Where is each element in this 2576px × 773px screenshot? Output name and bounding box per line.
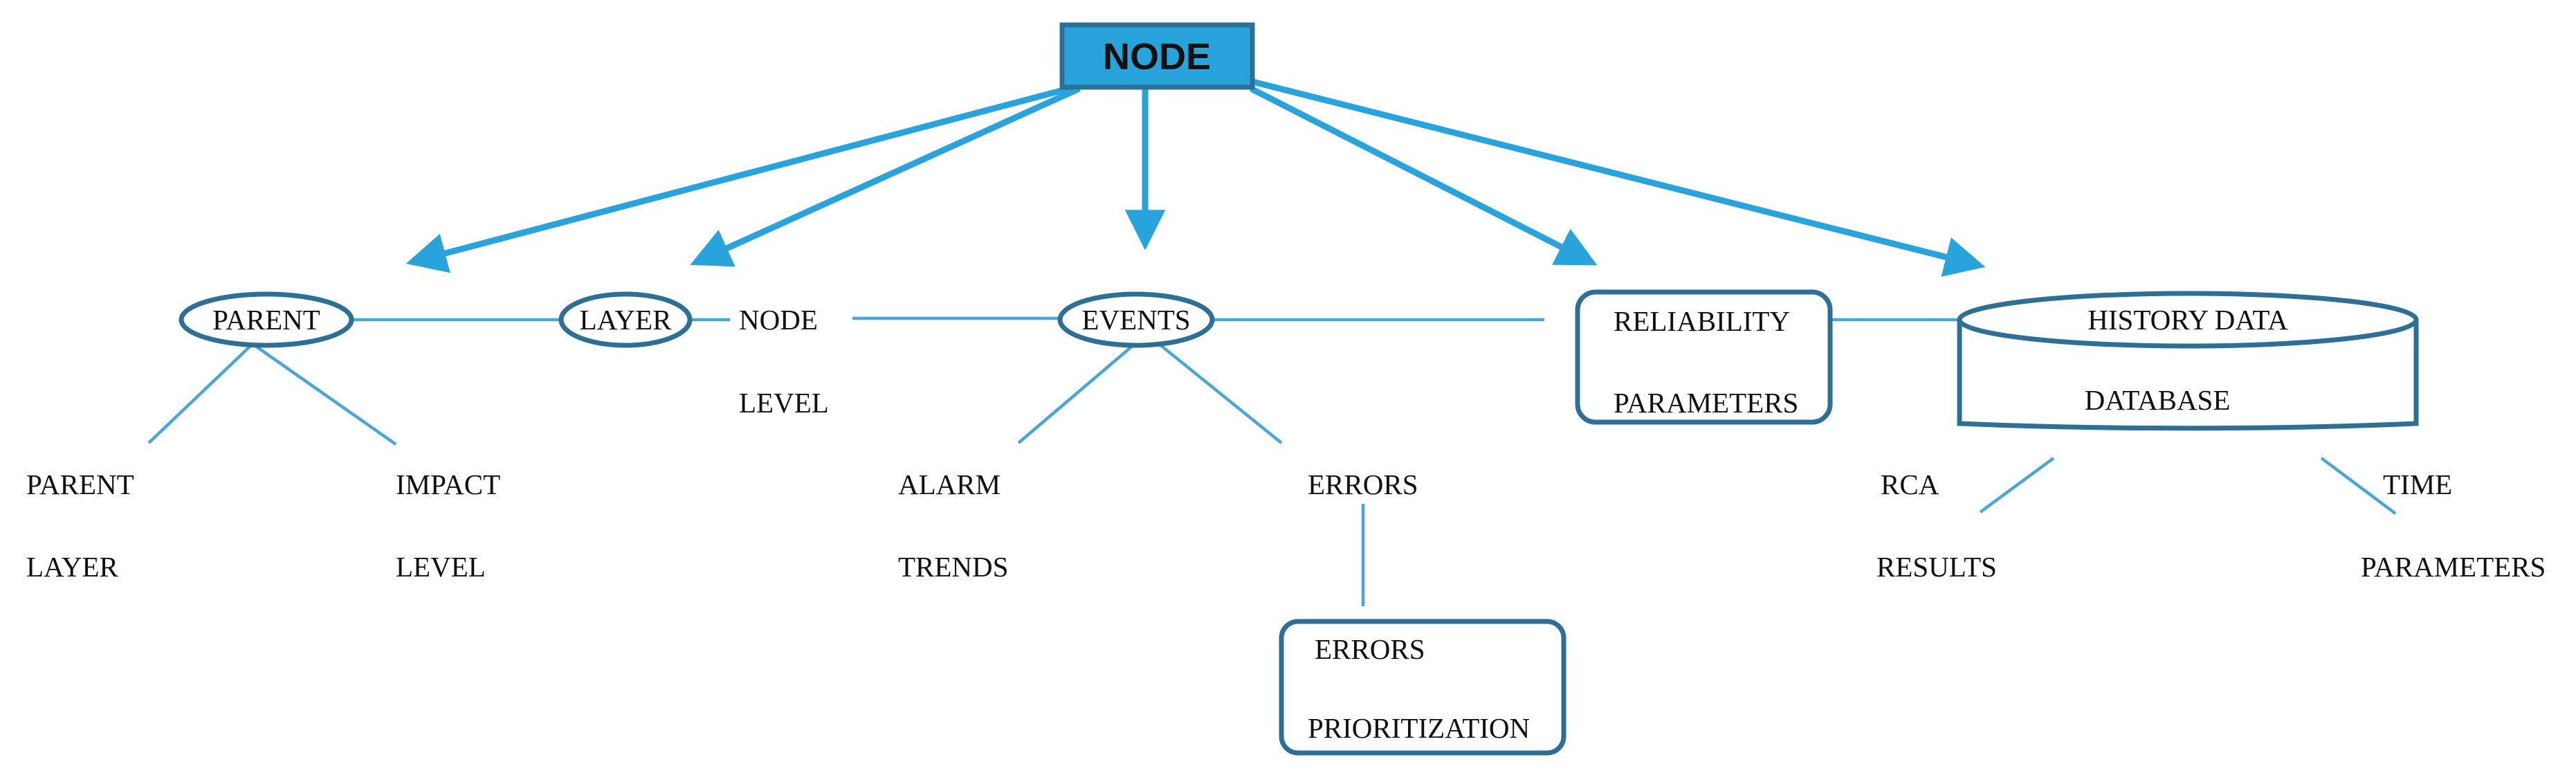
leaf-impact-level-line-2: LEVEL: [396, 551, 486, 583]
root-node-box: [1059, 22, 1255, 90]
events-node: EVENTS: [1057, 291, 1215, 348]
history-line-2: DATABASE: [2085, 384, 2231, 416]
parent-node: PARENT: [179, 291, 354, 348]
history-database-top: [1957, 291, 2419, 349]
leaf-errors-prioritization: ERRORS PRIORITIZATION: [1279, 619, 1566, 756]
leaf-rca-results-line-2: RESULTS: [1876, 551, 1997, 583]
leaf-rca-results: RCA RESULTS: [1876, 469, 1997, 583]
branch-history-time: [2320, 457, 2397, 515]
node-level-line-2: LEVEL: [739, 387, 829, 419]
leaf-parent-layer: PARENT LAYER: [26, 469, 134, 583]
layer-node: LAYER: [558, 291, 693, 348]
branch-events-errors: [1158, 343, 1283, 444]
leaf-alarm-trends: ALARM TRENDS: [898, 469, 1008, 583]
leaf-alarm-trends-line-1: ALARM: [898, 469, 1001, 500]
arrow-to-reliability: [1249, 85, 1598, 266]
leaf-errors: ERRORS: [1308, 469, 1418, 500]
reliability-box: [1575, 289, 1833, 425]
leaf-time-parameters-line-1: TIME: [2383, 469, 2452, 500]
branch-history-rca: [1979, 457, 2055, 513]
history-database: HISTORY DATA DATABASE: [1957, 291, 2419, 431]
errors-prioritization-line-2: PRIORITIZATION: [1308, 712, 1530, 744]
leaf-time-parameters: TIME PARAMETERS: [2361, 469, 2546, 583]
reliability-node: RELIABILITY PARAMETERS: [1575, 289, 1833, 425]
branch-events-alarmtrends: [1017, 343, 1136, 444]
leaf-alarm-trends-line-2: TRENDS: [898, 551, 1008, 583]
errors-prioritization-line-1: ERRORS: [1315, 633, 1425, 665]
history-line-1: HISTORY DATA: [2088, 304, 2288, 336]
branch-parent-parentlayer: [147, 343, 254, 444]
root-node: NODE: [1059, 22, 1255, 90]
reliability-line-2: PARAMETERS: [1614, 387, 1798, 419]
root-node-label: NODE: [1103, 36, 1211, 78]
parent-ellipse: [179, 291, 354, 348]
arrow-to-parent: [405, 85, 1070, 273]
root-arrows: [405, 78, 1986, 277]
arrow-to-layer: [690, 85, 1081, 267]
errors-prioritization-box: [1279, 619, 1566, 756]
events-label: EVENTS: [1081, 304, 1190, 336]
layer-label: LAYER: [580, 304, 673, 336]
reliability-line-1: RELIABILITY: [1614, 305, 1790, 337]
node-level-text: NODE LEVEL: [739, 304, 829, 419]
node-level-line-1: NODE: [739, 304, 818, 336]
leaf-parent-layer-line-1: PARENT: [26, 469, 134, 500]
leaf-time-parameters-line-2: PARAMETERS: [2361, 551, 2546, 583]
events-ellipse: [1057, 291, 1215, 348]
history-database-body: [1957, 320, 2419, 431]
level-connectors: [353, 316, 1971, 322]
leaf-connectors: [147, 343, 2397, 606]
layer-ellipse: [558, 291, 693, 348]
leaf-impact-level-line-1: IMPACT: [396, 469, 500, 500]
parent-label: PARENT: [212, 304, 320, 336]
branch-parent-impactlevel: [251, 343, 397, 446]
leaf-rca-results-line-1: RCA: [1881, 469, 1939, 500]
leaf-errors-label: ERRORS: [1308, 469, 1418, 500]
leaf-impact-level: IMPACT LEVEL: [396, 469, 500, 583]
leaf-parent-layer-line-2: LAYER: [26, 551, 119, 583]
arrow-to-history: [1251, 78, 1986, 277]
